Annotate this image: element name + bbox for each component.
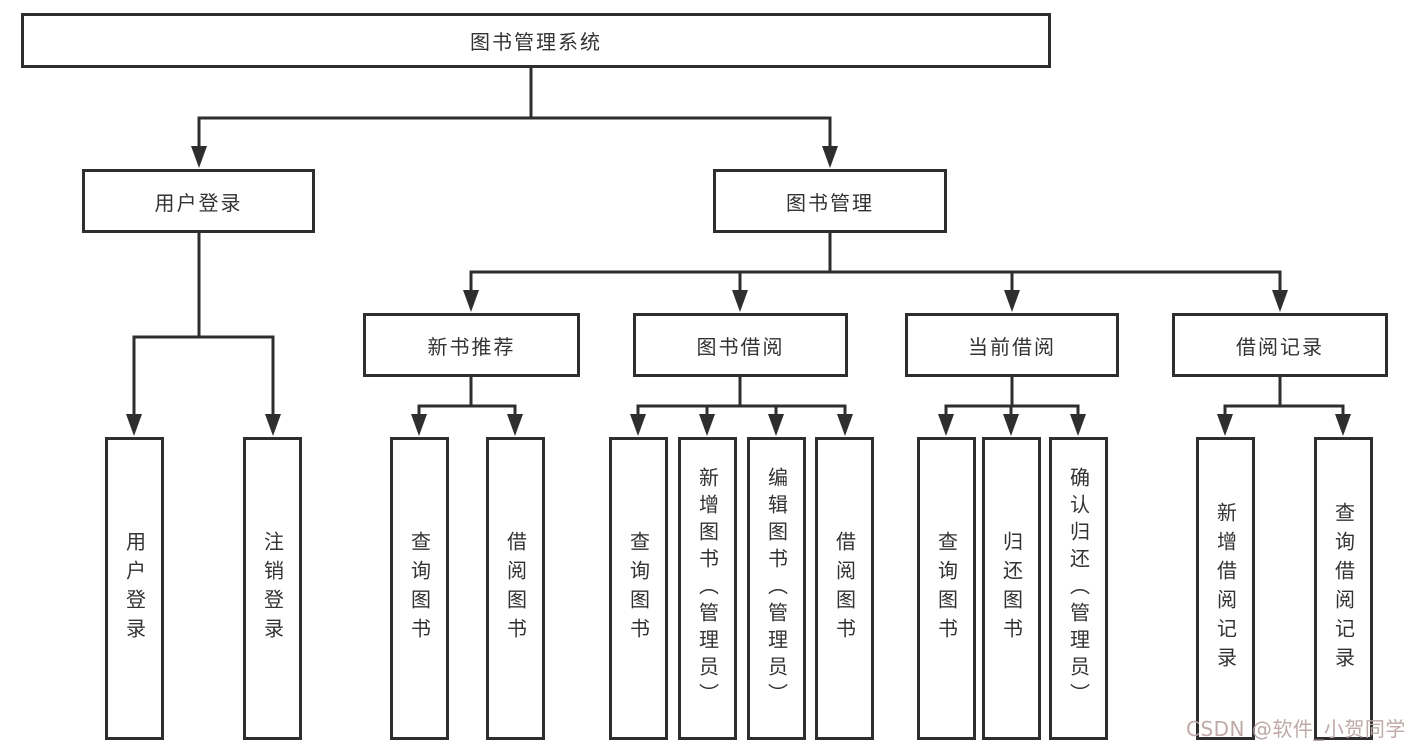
leaf-user-login-label: 用户登录 [122, 530, 147, 647]
leaf-recommend-borrow-books-label: 借阅图书 [503, 530, 528, 647]
leaf-logout: 注销登录 [243, 437, 302, 740]
leaf-borrow-borrow-books: 借阅图书 [815, 437, 874, 740]
leaf-current-confirm-return-admin: 确认归还（管理员） [1049, 437, 1108, 740]
leaf-current-query-books-label: 查询图书 [934, 530, 959, 647]
connector-recommend-to-leaves [411, 375, 523, 436]
leaf-current-query-books: 查询图书 [917, 437, 976, 740]
node-root-system: 图书管理系统 [21, 13, 1051, 68]
node-new-book-recommend-label: 新书推荐 [427, 334, 516, 359]
node-borrow-records-label: 借阅记录 [1236, 334, 1324, 359]
connector-borrow-to-leaves [630, 375, 853, 436]
leaf-borrow-add-books-admin: 新增图书（管理员） [678, 437, 737, 740]
leaf-current-return-books-label: 归还图书 [999, 530, 1024, 647]
leaf-records-add-record: 新增借阅记录 [1196, 437, 1255, 740]
node-current-borrow-label: 当前借阅 [968, 334, 1056, 359]
node-current-borrow: 当前借阅 [905, 313, 1119, 377]
node-user-login: 用户登录 [82, 169, 315, 233]
leaf-borrow-query-books-label: 查询图书 [626, 530, 651, 647]
leaf-borrow-edit-books-admin: 编辑图书（管理员） [747, 437, 806, 740]
leaf-borrow-query-books: 查询图书 [609, 437, 668, 740]
csdn-watermark: CSDN @软件_小贺同学 [1186, 717, 1405, 741]
leaf-borrow-edit-books-admin-label: 编辑图书（管理员） [764, 467, 789, 710]
node-book-management-label: 图书管理 [786, 190, 874, 215]
connector-mgmt-to-level3 [463, 231, 1288, 312]
leaf-recommend-query-books: 查询图书 [390, 437, 449, 740]
leaf-logout-label: 注销登录 [260, 530, 285, 647]
node-new-book-recommend: 新书推荐 [363, 313, 580, 377]
node-root-label: 图书管理系统 [470, 30, 602, 54]
node-book-borrow-label: 图书借阅 [696, 334, 785, 359]
leaf-user-login: 用户登录 [105, 437, 164, 740]
node-book-management: 图书管理 [713, 169, 947, 233]
connector-current-to-leaves [938, 375, 1086, 436]
node-user-login-label: 用户登录 [154, 190, 243, 215]
leaf-current-confirm-return-admin-label: 确认归还（管理员） [1066, 467, 1091, 710]
leaf-records-query-record: 查询借阅记录 [1314, 437, 1373, 740]
leaf-recommend-query-books-label: 查询图书 [407, 530, 432, 647]
leaf-borrow-borrow-books-label: 借阅图书 [832, 530, 857, 647]
leaf-records-query-record-label: 查询借阅记录 [1331, 501, 1356, 676]
leaf-borrow-add-books-admin-label: 新增图书（管理员） [695, 467, 720, 710]
node-book-borrow: 图书借阅 [633, 313, 848, 377]
node-borrow-records: 借阅记录 [1172, 313, 1388, 377]
leaf-records-add-record-label: 新增借阅记录 [1213, 501, 1238, 676]
connector-root-to-level2 [191, 66, 838, 168]
connector-records-to-leaves [1217, 375, 1351, 436]
leaf-recommend-borrow-books: 借阅图书 [486, 437, 545, 740]
leaf-current-return-books: 归还图书 [982, 437, 1041, 740]
connector-login-to-leaves [126, 231, 281, 436]
